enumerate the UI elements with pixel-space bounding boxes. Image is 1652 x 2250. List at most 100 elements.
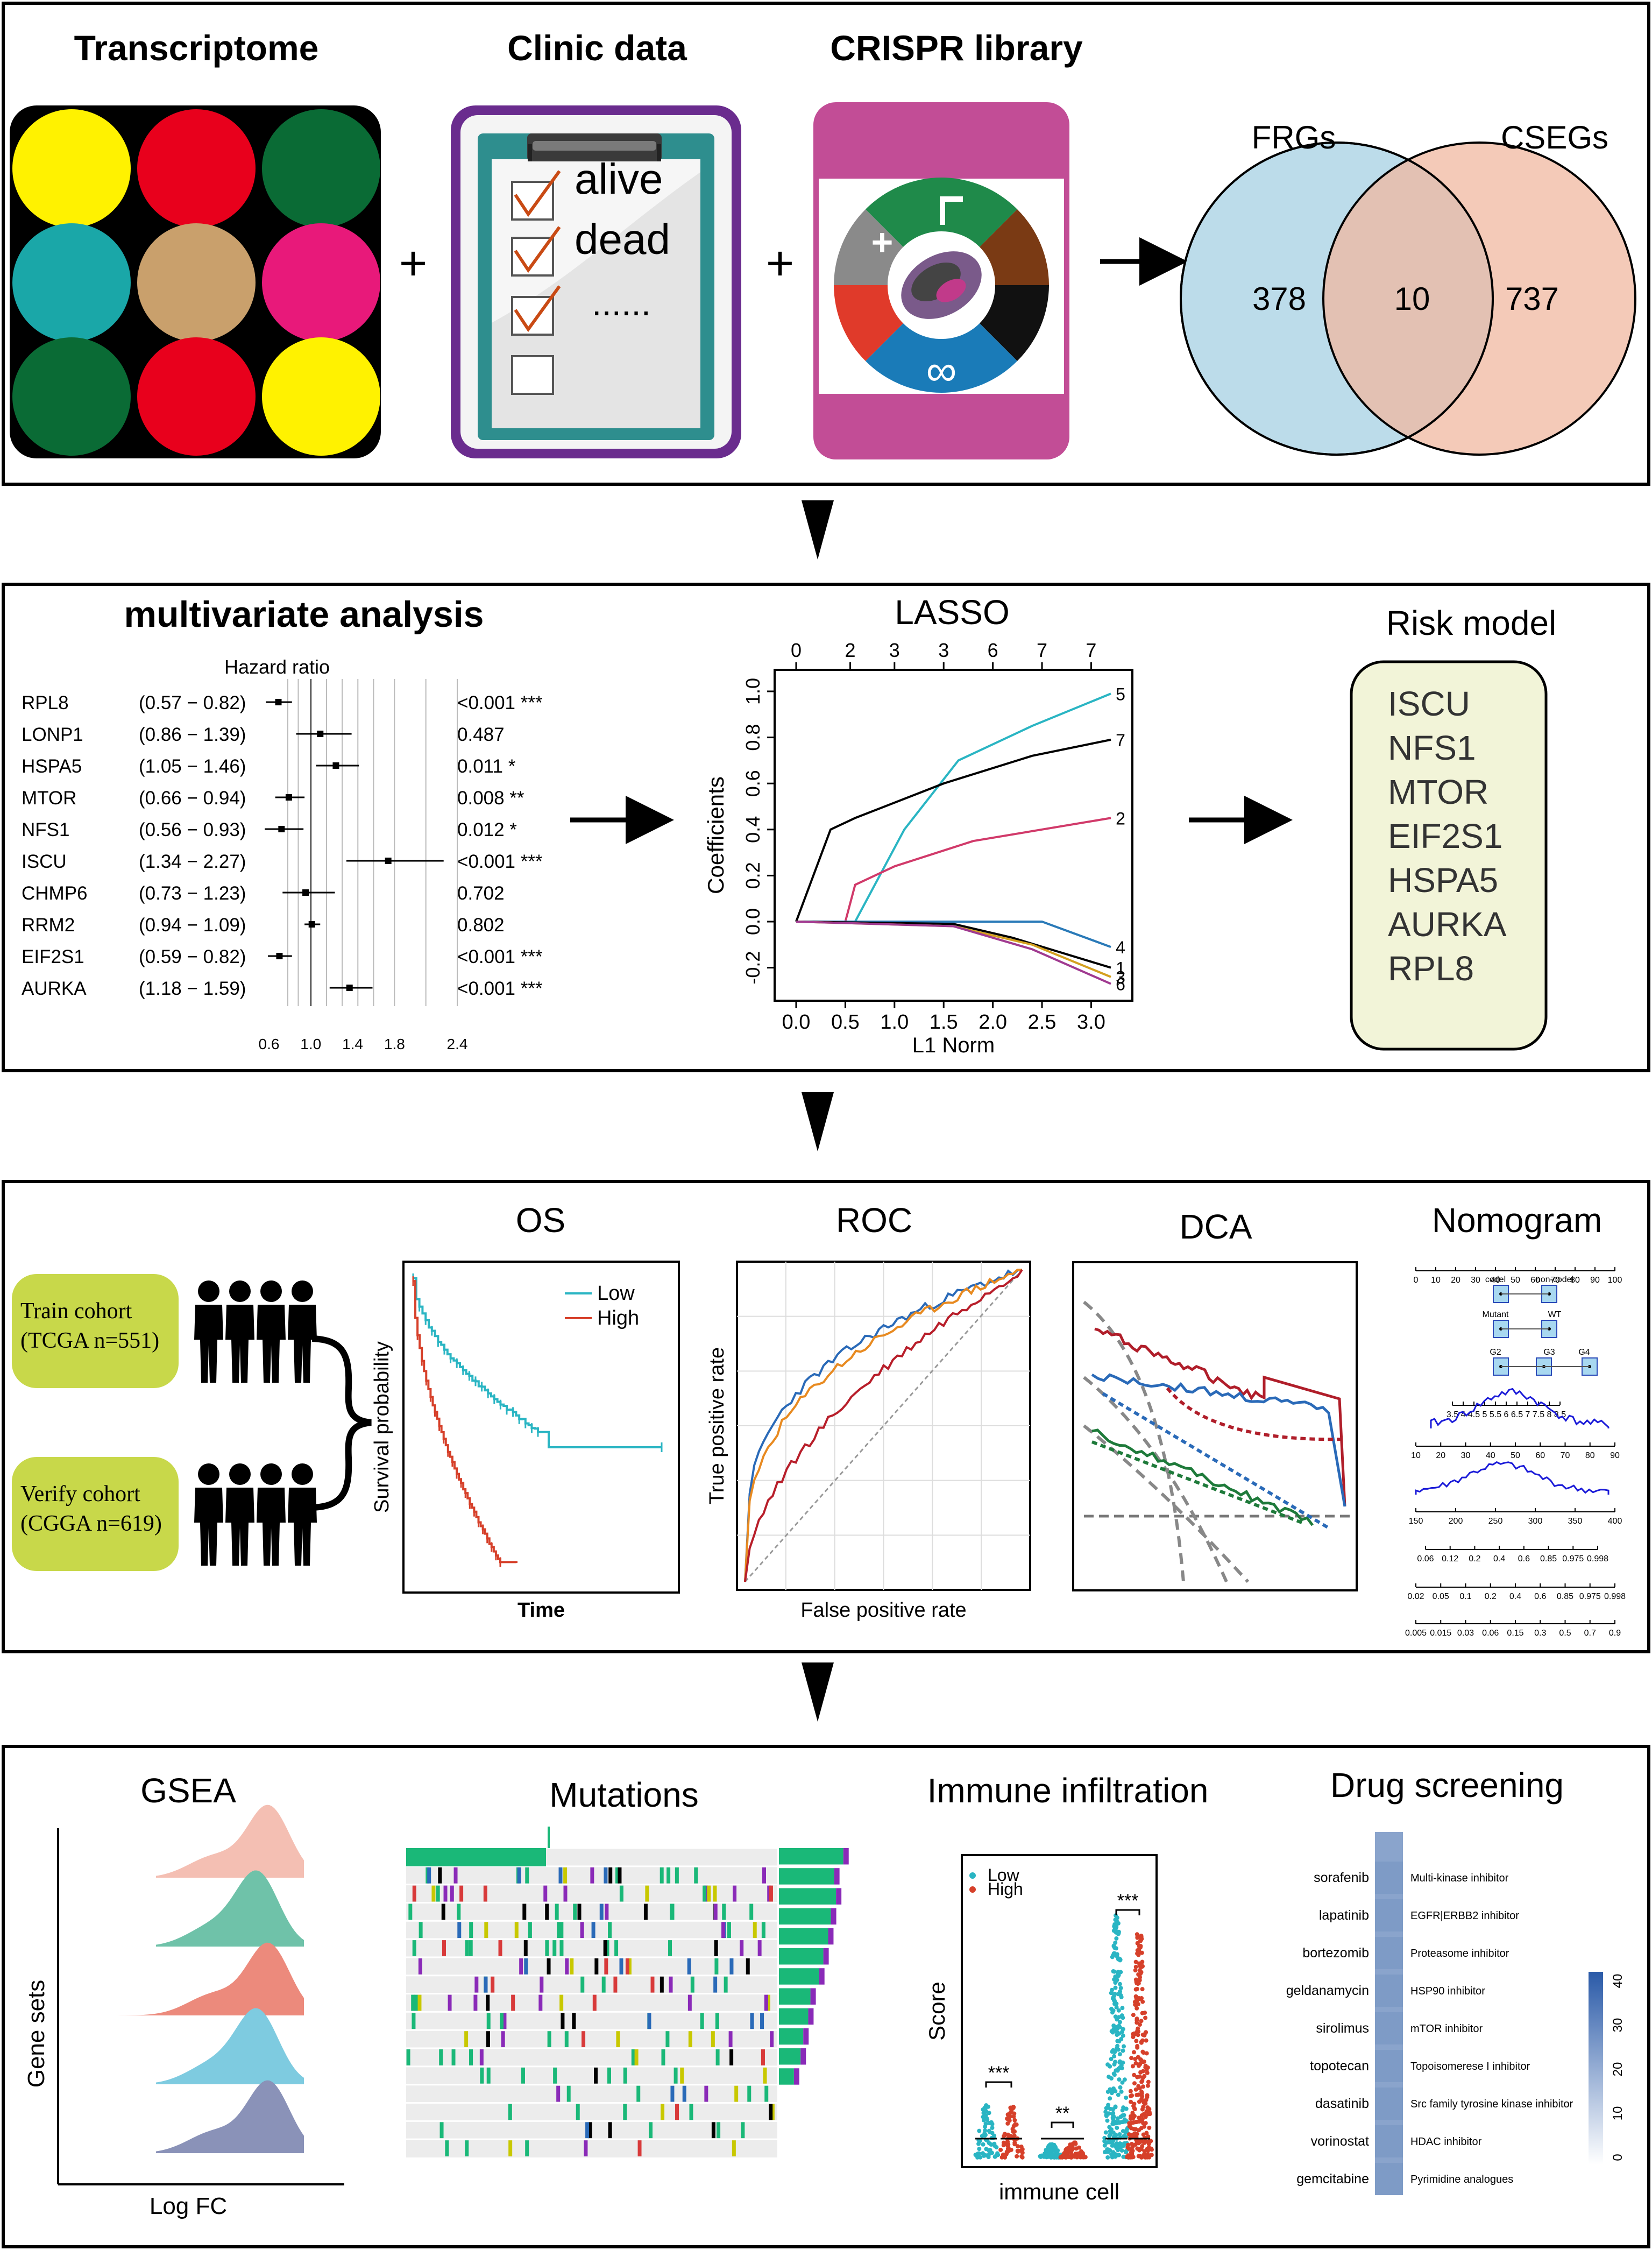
immune-point	[1006, 2146, 1011, 2150]
immune-point	[1105, 2155, 1110, 2160]
immune-point	[1112, 2072, 1117, 2077]
immune-point	[1139, 2089, 1144, 2094]
forest-gene-label: AURKA	[22, 978, 87, 999]
mut-side-bar-seg	[823, 1948, 829, 1965]
mut-cell	[761, 1922, 765, 1938]
immune-point	[1113, 1985, 1118, 1990]
mut-side-bar-seg	[803, 2028, 809, 2045]
mut-cell	[576, 2104, 580, 2120]
mut-cell	[687, 1994, 692, 2011]
lasso-x-tick-label: 1.0	[880, 1011, 909, 1034]
mut-cell	[607, 2067, 612, 2084]
mut-cell	[769, 1885, 773, 1902]
immune-point	[990, 2125, 995, 2130]
immune-point	[1133, 2142, 1138, 2147]
mut-cell	[457, 1922, 462, 1938]
immune-point	[1116, 2092, 1121, 2097]
nomo-tick-label: 30	[1461, 1451, 1471, 1460]
lasso-y-tick-label: 0.6	[742, 770, 764, 797]
mut-cell	[584, 2140, 588, 2156]
drug-target: HSP90 inhibitor	[1410, 1985, 1485, 1997]
immune-point	[1118, 1970, 1123, 1975]
mut-cell	[545, 1940, 549, 1956]
immune-point	[1128, 2089, 1133, 2093]
mut-cell	[645, 1885, 649, 1902]
dca-curve-blue-dotted	[1102, 1392, 1330, 1530]
dca-treat-all	[1083, 1424, 1250, 1583]
nomo-tick-label: 200	[1449, 1517, 1463, 1526]
mutation-oncoplot	[406, 1827, 849, 2157]
nomo-tick-label: 0.975	[1562, 1554, 1584, 1563]
svg-text:+: +	[871, 221, 894, 263]
immune-point	[1139, 2040, 1144, 2045]
mut-cell	[670, 2085, 675, 2102]
immune-point	[975, 2155, 980, 2160]
immune-point	[990, 2121, 995, 2126]
transcriptome-circle	[137, 109, 256, 228]
immune-point	[1012, 2111, 1017, 2116]
mut-cell	[604, 1958, 608, 1975]
mut-cell	[599, 1904, 604, 1920]
immune-point	[1129, 2150, 1133, 2155]
venn-diagram	[1180, 141, 1636, 456]
mut-cell	[566, 2085, 571, 2102]
hr-label: Hazard ratio	[224, 656, 330, 678]
mut-cell	[700, 2013, 704, 2029]
immune-sig-bracket	[1051, 2121, 1074, 2128]
forest-tick-label: 2.4	[447, 1036, 468, 1052]
immune-point	[1115, 1952, 1119, 1957]
immune-point	[1134, 2039, 1139, 2043]
person-head	[198, 1280, 219, 1302]
immune-point	[981, 2118, 986, 2122]
person-head	[260, 1463, 282, 1485]
mut-cell	[734, 2085, 739, 2102]
mut-cell	[438, 1867, 442, 1884]
mut-cell	[445, 2140, 449, 2156]
immune-point	[1015, 2144, 1020, 2149]
dca-plot	[1072, 1261, 1358, 1591]
forest-gene-label: ISCU	[22, 851, 67, 872]
immune-point	[1117, 2077, 1122, 2082]
lasso-coef-line	[795, 738, 1111, 922]
lasso-y-tick-label: 1.0	[742, 678, 764, 705]
nomo-tick-label: 0.06	[1482, 1629, 1499, 1638]
forest-tick-label: 1.4	[342, 1036, 363, 1052]
mut-cell	[563, 1885, 568, 1902]
immune-point	[1060, 2154, 1065, 2159]
mut-cell	[673, 2067, 678, 2084]
immune-point	[1139, 1964, 1144, 1969]
immune-point	[983, 2106, 988, 2111]
immune-point	[1128, 2122, 1132, 2127]
immune-point	[1048, 2153, 1053, 2157]
down-arrow-3	[802, 1662, 834, 1722]
os-legend-high: High	[597, 1307, 639, 1329]
mut-cell	[514, 1922, 519, 1938]
immune-sig-bracket	[985, 2081, 1012, 2088]
clip-word-alive: alive	[575, 155, 663, 203]
mut-cell	[647, 2013, 651, 2029]
os-title: OS	[516, 1201, 565, 1240]
nomo-tick-label: 0.1	[1459, 1592, 1471, 1601]
immune-point	[1118, 2144, 1123, 2149]
immune-point	[987, 2111, 991, 2115]
immune-legend-high: High	[988, 1879, 1023, 1899]
mut-side-bar-seg	[843, 1848, 849, 1865]
immune-point	[1115, 2153, 1120, 2157]
drug-heat-cell	[1375, 1899, 1403, 1931]
mut-cell	[528, 1922, 532, 1938]
nomo-tick-label: 90	[1610, 1451, 1620, 1460]
immune-point	[1112, 1969, 1117, 1974]
nomo-density	[1430, 1388, 1610, 1428]
drug-scale-label: 20	[1611, 2062, 1625, 2077]
immune-point	[1146, 2079, 1151, 2084]
nomo-tick-label: 300	[1528, 1517, 1543, 1526]
mut-cell	[715, 2013, 719, 2029]
nomo-tick-label: 20	[1436, 1451, 1445, 1460]
mut-cell	[465, 1940, 469, 1956]
os-ylabel: Survival probability	[371, 1341, 393, 1513]
immune-point	[1005, 2117, 1010, 2121]
roc-curve	[744, 1269, 1023, 1582]
mut-cell	[585, 2122, 590, 2139]
dca-curve-green	[1091, 1428, 1314, 1526]
immune-title: Immune infiltration	[927, 1771, 1209, 1810]
